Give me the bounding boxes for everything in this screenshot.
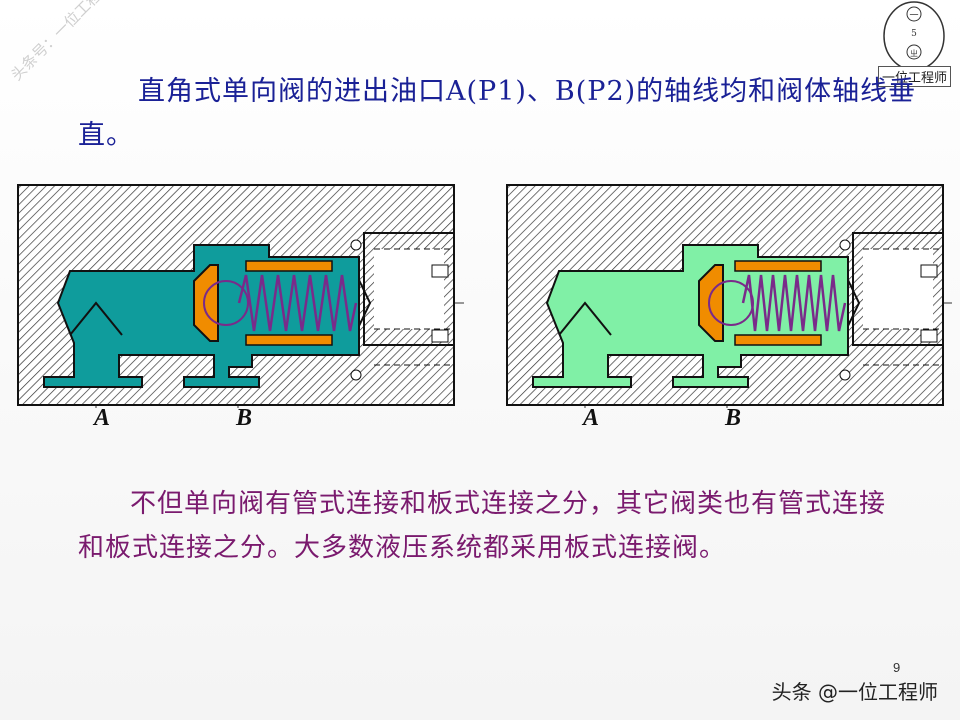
logo-glyph: 5 <box>911 29 917 39</box>
port-a-label: A <box>94 405 111 431</box>
port-b-label: B <box>725 405 742 431</box>
valve-diagram-left: A B <box>0 175 464 431</box>
spring <box>237 274 358 332</box>
poppet <box>698 264 724 342</box>
port-a-label: A <box>583 405 600 431</box>
fluid-passage <box>532 244 849 388</box>
spring <box>741 274 847 332</box>
logo-label: 一位工程师 <box>878 66 952 87</box>
spool-sleeve <box>245 260 333 346</box>
poppet <box>193 264 219 342</box>
valve-diagram-right: A B <box>463 175 953 431</box>
logo-glyph: 一 <box>909 11 918 21</box>
spool-sleeve <box>734 260 822 346</box>
ball <box>203 280 249 326</box>
body-paragraph: 不但单向阀有管式连接和板式连接之分，其它阀类也有管式连接和板式连接之分。大多数液… <box>78 489 887 563</box>
page-number: 9 <box>893 660 901 675</box>
footer-credit: 头条 @一位工程师 <box>771 680 938 704</box>
port-b-label: B <box>236 405 253 431</box>
logo-glyph: ㄓ <box>910 49 918 58</box>
title-paragraph: 直角式单向阀的进出油口A(P1)、B(P2)的轴线均和阀体轴线垂直。 <box>78 76 917 151</box>
logo: 一 5 ㄓ <box>860 0 950 84</box>
